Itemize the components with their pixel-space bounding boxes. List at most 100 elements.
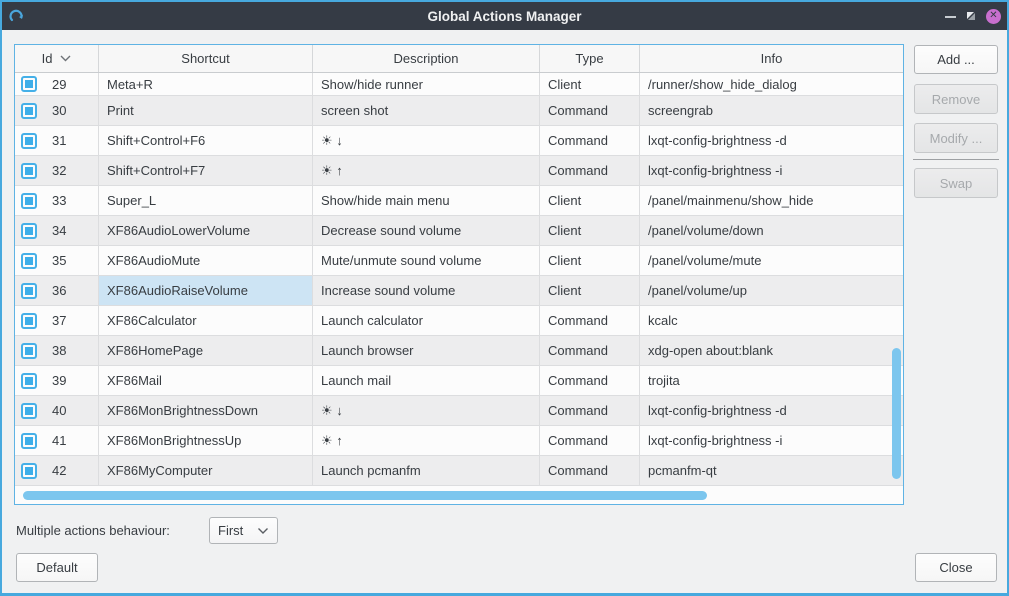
cell-type[interactable]: Command [540, 306, 640, 335]
row-enabled-checkbox[interactable] [21, 102, 37, 119]
cell-info[interactable]: trojita [648, 373, 680, 388]
column-header-id[interactable]: Id [15, 45, 99, 72]
close-button[interactable]: Close [915, 553, 997, 582]
swap-button[interactable]: Swap [914, 168, 998, 198]
row-enabled-checkbox[interactable] [21, 462, 37, 479]
cell-shortcut[interactable]: XF86MyComputer [99, 456, 313, 485]
cell-info[interactable]: lxqt-config-brightness -i [648, 433, 783, 448]
cell-shortcut[interactable]: XF86AudioRaiseVolume [99, 276, 313, 305]
column-header-info[interactable]: Info [760, 51, 783, 66]
restore-icon[interactable] [965, 10, 977, 22]
cell-description[interactable]: Show/hide main menu [313, 186, 540, 215]
cell-id[interactable]: 42 [15, 456, 99, 485]
cell-shortcut[interactable]: Shift+Control+F6 [99, 126, 313, 155]
cell-type[interactable]: Client [540, 276, 640, 305]
row-enabled-checkbox[interactable] [21, 252, 37, 269]
cell-description[interactable]: Show/hide runner [313, 73, 540, 95]
cell-id[interactable]: 30 [15, 96, 99, 125]
cell-info[interactable]: /panel/volume/mute [648, 253, 762, 268]
cell-description[interactable]: Decrease sound volume [313, 216, 540, 245]
cell-type[interactable]: Command [540, 156, 640, 185]
cell-type[interactable]: Command [540, 396, 640, 425]
cell-info[interactable]: /panel/volume/down [648, 223, 764, 238]
cell-type[interactable]: Command [540, 456, 640, 485]
cell-shortcut[interactable]: XF86MonBrightnessDown [99, 396, 313, 425]
cell-description[interactable]: ☀ ↑ [313, 156, 540, 185]
cell-shortcut[interactable]: XF86AudioLowerVolume [99, 216, 313, 245]
cell-shortcut[interactable]: XF86MonBrightnessUp [99, 426, 313, 455]
minimize-icon[interactable] [945, 16, 956, 18]
close-icon[interactable]: ✕ [986, 8, 1001, 24]
cell-type[interactable]: Command [540, 96, 640, 125]
cell-id[interactable]: 39 [15, 366, 99, 395]
cell-type[interactable]: Command [540, 426, 640, 455]
cell-type[interactable]: Client [540, 73, 640, 95]
cell-id[interactable]: 40 [15, 396, 99, 425]
row-enabled-checkbox[interactable] [21, 372, 37, 389]
cell-type[interactable]: Command [540, 366, 640, 395]
cell-info[interactable]: xdg-open about:blank [648, 343, 774, 358]
cell-info[interactable]: /panel/mainmenu/show_hide [648, 193, 814, 208]
cell-description[interactable]: Increase sound volume [313, 276, 540, 305]
cell-description[interactable]: Launch browser [313, 336, 540, 365]
cell-shortcut[interactable]: XF86HomePage [99, 336, 313, 365]
cell-id[interactable]: 41 [15, 426, 99, 455]
row-enabled-checkbox[interactable] [21, 76, 37, 92]
cell-id[interactable]: 35 [15, 246, 99, 275]
cell-shortcut[interactable]: Shift+Control+F7 [99, 156, 313, 185]
cell-type[interactable]: Command [540, 336, 640, 365]
cell-shortcut[interactable]: XF86Mail [99, 366, 313, 395]
cell-shortcut[interactable]: Meta+R [99, 73, 313, 95]
cell-id[interactable]: 31 [15, 126, 99, 155]
row-enabled-checkbox[interactable] [21, 132, 37, 149]
cell-id[interactable]: 38 [15, 336, 99, 365]
row-enabled-checkbox[interactable] [21, 342, 37, 359]
cell-description[interactable]: ☀ ↓ [313, 126, 540, 155]
cell-shortcut[interactable]: Print [99, 96, 313, 125]
row-enabled-checkbox[interactable] [21, 312, 37, 329]
cell-description[interactable]: Mute/unmute sound volume [313, 246, 540, 275]
row-enabled-checkbox[interactable] [21, 162, 37, 179]
cell-description[interactable]: Launch pcmanfm [313, 456, 540, 485]
cell-shortcut[interactable]: XF86AudioMute [99, 246, 313, 275]
default-button[interactable]: Default [16, 553, 98, 582]
add-button[interactable]: Add ... [914, 45, 998, 74]
cell-id[interactable]: 36 [15, 276, 99, 305]
cell-id[interactable]: 33 [15, 186, 99, 215]
cell-info[interactable]: lxqt-config-brightness -i [648, 163, 783, 178]
cell-description[interactable]: Launch mail [313, 366, 540, 395]
cell-id[interactable]: 34 [15, 216, 99, 245]
column-header-shortcut[interactable]: Shortcut [99, 45, 313, 72]
cell-info[interactable]: lxqt-config-brightness -d [648, 133, 787, 148]
cell-type[interactable]: Command [540, 126, 640, 155]
row-enabled-checkbox[interactable] [21, 192, 37, 209]
row-enabled-checkbox[interactable] [21, 402, 37, 419]
cell-shortcut[interactable]: XF86Calculator [99, 306, 313, 335]
cell-id[interactable]: 29 [15, 73, 99, 95]
cell-id[interactable]: 37 [15, 306, 99, 335]
cell-info[interactable]: screengrab [648, 103, 714, 118]
cell-type[interactable]: Client [540, 186, 640, 215]
cell-description[interactable]: Launch calculator [313, 306, 540, 335]
cell-info[interactable]: /runner/show_hide_dialog [648, 76, 797, 92]
behaviour-select[interactable]: First [209, 517, 278, 544]
titlebar[interactable]: Global Actions Manager ✕ [2, 2, 1007, 30]
modify-button[interactable]: Modify ... [914, 123, 998, 153]
cell-description[interactable]: screen shot [313, 96, 540, 125]
cell-id[interactable]: 32 [15, 156, 99, 185]
cell-description[interactable]: ☀ ↑ [313, 426, 540, 455]
remove-button[interactable]: Remove [914, 84, 998, 114]
row-enabled-checkbox[interactable] [21, 282, 37, 299]
